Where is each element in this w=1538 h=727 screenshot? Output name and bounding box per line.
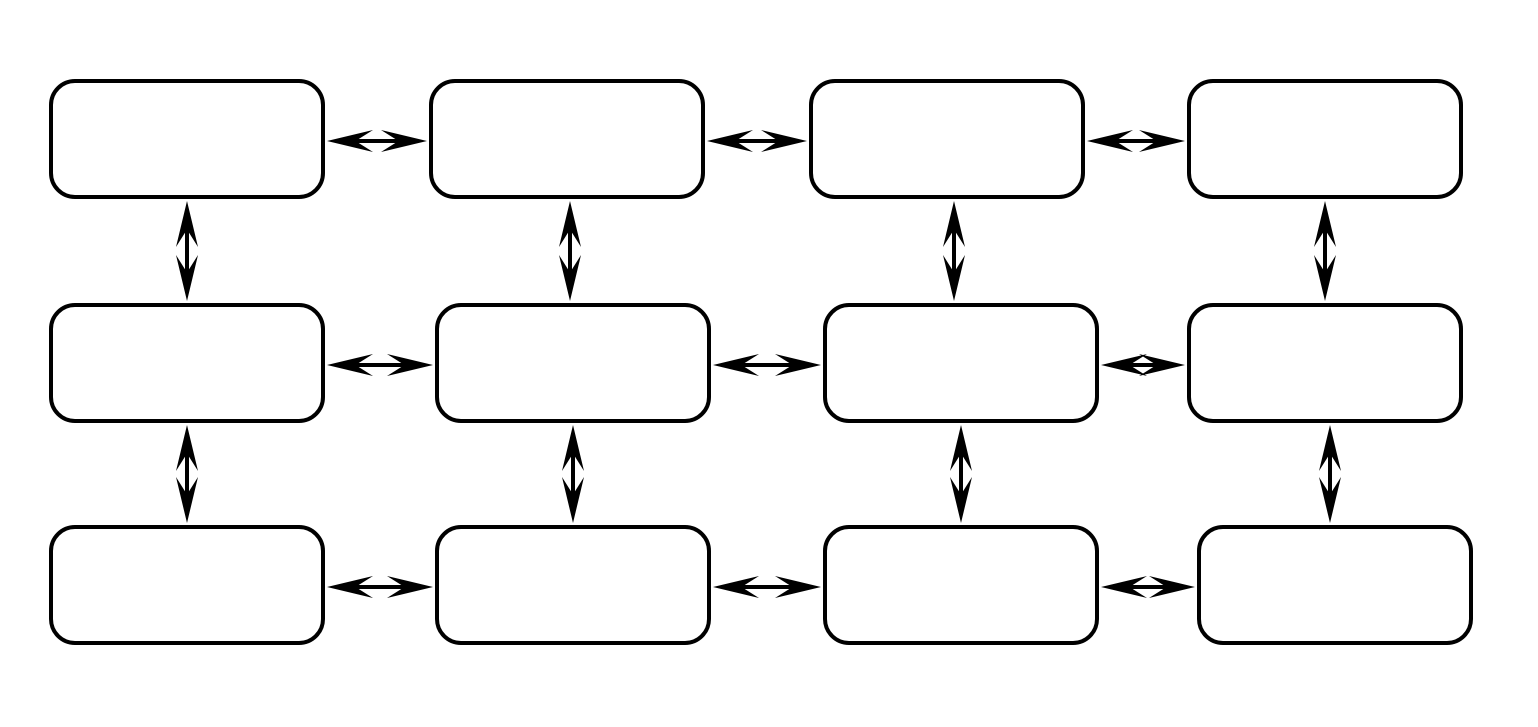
bidirectional-arrow xyxy=(1101,576,1195,598)
node-box xyxy=(49,79,325,199)
node-box xyxy=(429,79,705,199)
node-r2c4 xyxy=(1187,303,1463,423)
arrowhead-end xyxy=(775,354,821,376)
arrowhead-start xyxy=(176,201,198,247)
arrowhead-end xyxy=(176,477,198,523)
node-box xyxy=(49,303,325,423)
node-box xyxy=(1187,303,1463,423)
arrowhead-end xyxy=(559,255,581,301)
arrowhead-start xyxy=(950,425,972,471)
arrowhead-start xyxy=(1314,201,1336,247)
arrowhead-start xyxy=(1319,425,1341,471)
node-box xyxy=(49,525,325,645)
node-r1c1 xyxy=(49,79,325,199)
arrowhead-start xyxy=(327,130,373,152)
bidirectional-arrow xyxy=(1314,201,1336,301)
node-box xyxy=(809,79,1085,199)
arrowhead-start xyxy=(559,201,581,247)
arrowhead-start xyxy=(1087,130,1133,152)
arrowhead-end xyxy=(943,255,965,301)
bidirectional-arrow xyxy=(176,201,198,301)
node-r2c3 xyxy=(823,303,1099,423)
arrowhead-end xyxy=(176,255,198,301)
bidirectional-arrow xyxy=(707,130,807,152)
node-r3c1 xyxy=(49,525,325,645)
arrowhead-end xyxy=(775,576,821,598)
arrowhead-end xyxy=(387,576,433,598)
arrowhead-start xyxy=(943,201,965,247)
arrowhead-start xyxy=(176,425,198,471)
arrowhead-start xyxy=(327,576,373,598)
bidirectional-arrow xyxy=(327,130,427,152)
arrowhead-start xyxy=(1101,576,1147,598)
node-r3c4 xyxy=(1197,525,1473,645)
arrowhead-end xyxy=(1314,255,1336,301)
arrowhead-end xyxy=(1149,576,1195,598)
bidirectional-arrow xyxy=(327,354,433,376)
arrowhead-end xyxy=(1139,354,1185,376)
bidirectional-arrow xyxy=(1319,425,1341,523)
node-box xyxy=(1187,79,1463,199)
arrowhead-end xyxy=(1319,477,1341,523)
node-box xyxy=(1197,525,1473,645)
node-r2c2 xyxy=(435,303,711,423)
arrowhead-end xyxy=(562,477,584,523)
arrowhead-start xyxy=(713,354,759,376)
nodes xyxy=(49,79,1473,645)
node-r3c2 xyxy=(435,525,711,645)
bidirectional-arrow xyxy=(713,576,821,598)
bidirectional-arrow xyxy=(713,354,821,376)
arrowhead-start xyxy=(327,354,373,376)
arrowhead-start xyxy=(707,130,753,152)
arrowhead-end xyxy=(950,477,972,523)
bidirectional-arrow xyxy=(943,201,965,301)
node-r2c1 xyxy=(49,303,325,423)
arrowhead-start xyxy=(562,425,584,471)
bidirectional-arrow xyxy=(327,576,433,598)
node-r3c3 xyxy=(823,525,1099,645)
bidirectional-arrow xyxy=(1087,130,1185,152)
arrowhead-end xyxy=(387,354,433,376)
node-box xyxy=(435,303,711,423)
arrowhead-end xyxy=(761,130,807,152)
node-r1c2 xyxy=(429,79,705,199)
arrowhead-start xyxy=(1101,354,1147,376)
bidirectional-arrow xyxy=(1101,354,1185,376)
node-box xyxy=(435,525,711,645)
node-box xyxy=(823,303,1099,423)
arrowhead-end xyxy=(381,130,427,152)
bidirectional-arrow xyxy=(176,425,198,523)
node-r1c4 xyxy=(1187,79,1463,199)
node-r1c3 xyxy=(809,79,1085,199)
arrowhead-start xyxy=(713,576,759,598)
node-box xyxy=(823,525,1099,645)
bidirectional-arrow xyxy=(950,425,972,523)
bidirectional-arrow xyxy=(559,201,581,301)
connectors xyxy=(176,130,1341,598)
bidirectional-arrow xyxy=(562,425,584,523)
arrowhead-end xyxy=(1139,130,1185,152)
